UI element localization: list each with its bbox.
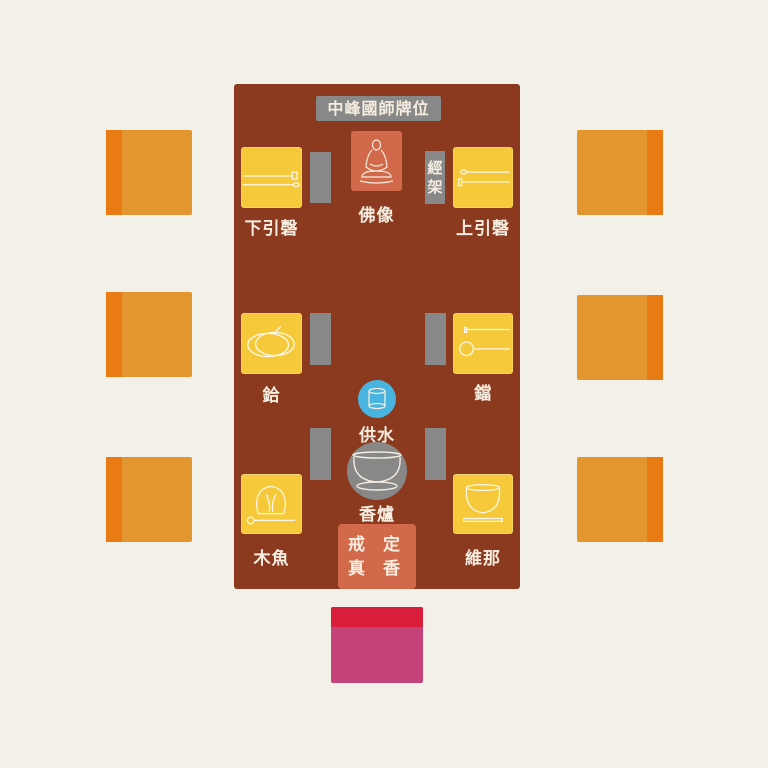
cushion-stripe: [106, 457, 122, 542]
muyu-label: 木魚: [253, 549, 290, 569]
kneeling-mat: [331, 607, 423, 683]
right-cushion-3: [577, 457, 663, 542]
incense-burner-label: 香爐: [359, 505, 395, 525]
water-offering-label: 供水: [359, 426, 395, 446]
dang-label: 鐺: [474, 384, 492, 404]
weina-label: 維那: [465, 549, 501, 569]
hand-bell-icon: [458, 169, 511, 187]
sutra-stand: 經 架: [425, 151, 445, 204]
lower-yinqing-tile: [241, 147, 302, 208]
dang-tile: [453, 313, 513, 374]
gong-icon: [459, 326, 511, 357]
cymbal-label: 鉿: [262, 386, 281, 406]
cymbal-icon: [247, 326, 295, 358]
buddha-label: 佛像: [358, 206, 395, 226]
incense-box-line: 戒 定: [348, 534, 406, 555]
muyu-tile: [241, 474, 302, 534]
sutra-stand-char: 架: [427, 177, 443, 196]
stand-right-3: [425, 428, 446, 480]
singing-bowl-icon: [463, 484, 503, 523]
stand-left-3: [310, 428, 331, 480]
precepts-incense-box: 戒 定 真 香: [338, 524, 416, 589]
incense-burner-icon: [352, 451, 402, 491]
cymbal-tile: [241, 313, 302, 374]
buddha-icon: [359, 139, 394, 184]
cushion-stripe: [647, 295, 663, 380]
right-cushion-2: [577, 295, 663, 380]
left-cushion-3: [106, 457, 192, 542]
cushion-stripe: [647, 130, 663, 215]
upper-yinqing-tile: [453, 147, 513, 208]
cushion-stripe: [106, 292, 122, 377]
incense-box-line: 真 香: [348, 558, 406, 579]
sutra-stand-char: 經: [427, 158, 443, 177]
buddha-statue-tile: [351, 131, 402, 191]
incense-burner: [347, 442, 407, 500]
stand-right-2: [425, 313, 446, 365]
upper-yinqing-label: 上引磬: [456, 219, 510, 239]
cushion-stripe: [647, 457, 663, 542]
memorial-plaque: 中峰國師牌位: [316, 96, 441, 121]
right-cushion-1: [577, 130, 663, 215]
kneeling-mat-top: [331, 607, 423, 627]
wooden-fish-icon: [246, 485, 296, 525]
left-cushion-1: [106, 130, 192, 215]
stand-left-2: [310, 313, 331, 365]
lower-yinqing-label: 下引磬: [244, 219, 299, 239]
water-offering: [358, 380, 396, 418]
left-cushion-2: [106, 292, 192, 377]
weina-tile: [453, 474, 513, 534]
stand-left-1: [310, 152, 331, 203]
water-cup-icon: [368, 387, 386, 410]
hand-bell-icon: [242, 171, 300, 188]
cushion-stripe: [106, 130, 122, 215]
